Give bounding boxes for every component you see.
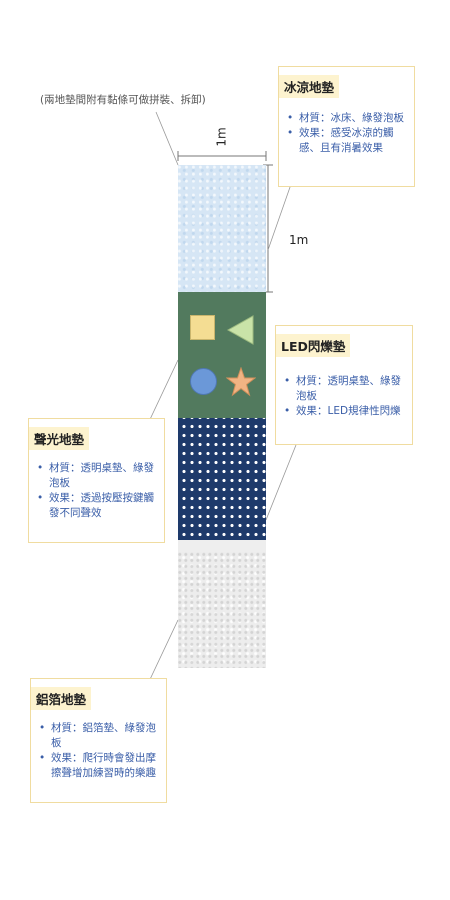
label-sound-title: 聲光地墊 bbox=[29, 427, 90, 450]
led-mat bbox=[178, 292, 266, 418]
label-cool-item: 效果：感受冰涼的觸感、且有消暑效果 bbox=[283, 126, 411, 156]
triangle-shape bbox=[226, 315, 254, 345]
assembly-note: (兩地墊間附有黏條可做拼裝、拆卸) bbox=[40, 94, 206, 106]
note-leader bbox=[155, 111, 179, 166]
label-led: LED閃爍墊 材質：透明桌墊、綠發泡板 效果：LED規律性閃爍 bbox=[275, 325, 413, 445]
label-led-title: LED閃爍墊 bbox=[276, 334, 351, 357]
label-foil-item: 材質：鋁箔墊、綠發泡板 bbox=[35, 721, 163, 751]
cool-mat bbox=[178, 165, 266, 292]
label-cool-title: 冰涼地墊 bbox=[279, 75, 340, 98]
foil-mat bbox=[178, 552, 266, 668]
width-label: 1m bbox=[214, 127, 229, 147]
label-sound: 聲光地墊 材質：透明桌墊、綠發泡板 效果：透過按壓按鍵觸發不同聲效 bbox=[28, 418, 165, 543]
label-cool: 冰涼地墊 材質：冰床、綠發泡板 效果：感受冰涼的觸感、且有消暑效果 bbox=[278, 66, 415, 187]
label-sound-item: 材質：透明桌墊、綠發泡板 bbox=[33, 461, 161, 491]
led-leader bbox=[265, 444, 297, 521]
label-foil: 鋁箔地墊 材質：鋁箔墊、綠發泡板 效果：爬行時會發出摩擦聲增加練習時的樂趣 bbox=[30, 678, 167, 803]
star-shape bbox=[226, 367, 256, 397]
label-foil-title: 鋁箔地墊 bbox=[31, 687, 92, 710]
label-sound-item: 效果：透過按壓按鍵觸發不同聲效 bbox=[33, 491, 161, 521]
circle-shape bbox=[190, 368, 217, 395]
label-led-item: 效果：LED規律性閃爍 bbox=[280, 404, 408, 419]
height-label: 1m bbox=[289, 233, 309, 247]
sound-mat bbox=[178, 418, 266, 540]
label-led-item: 材質：透明桌墊、綠發泡板 bbox=[280, 374, 408, 404]
square-shape bbox=[190, 315, 215, 340]
label-cool-item: 材質：冰床、綠發泡板 bbox=[283, 111, 411, 126]
mat-gap bbox=[178, 540, 266, 552]
label-foil-item: 效果：爬行時會發出摩擦聲增加練習時的樂趣 bbox=[35, 751, 163, 781]
